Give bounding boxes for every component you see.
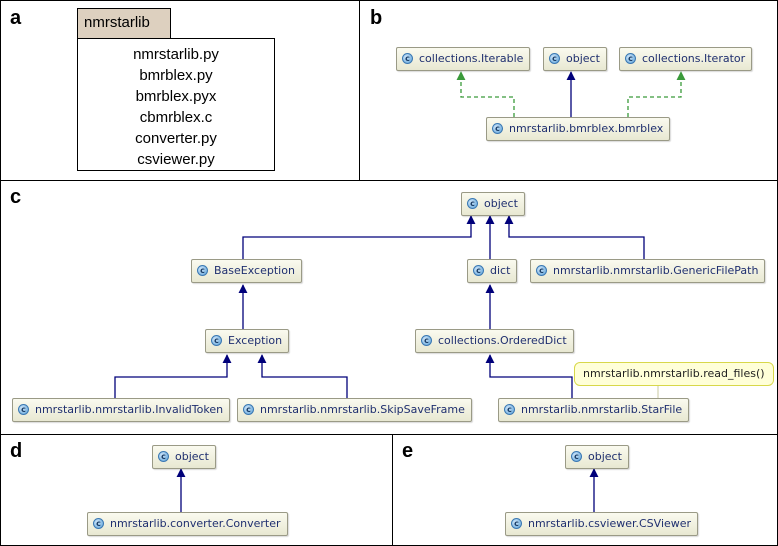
- class-icon: c: [473, 265, 484, 276]
- file-item: bmrblex.py: [139, 67, 213, 84]
- class-object: c object: [461, 192, 525, 216]
- panel-label-c: c: [10, 186, 22, 208]
- class-csviewer: c nmrstarlib.csviewer.CSViewer: [505, 512, 699, 536]
- class-object: c object: [543, 47, 607, 71]
- class-label: nmrstarlib.bmrblex.bmrblex: [509, 122, 664, 135]
- file-item: csviewer.py: [137, 151, 215, 168]
- class-invalid-token: c nmrstarlib.nmrstarlib.InvalidToken: [12, 398, 231, 422]
- class-label: nmrstarlib.nmrstarlib.InvalidToken: [35, 403, 224, 416]
- class-exception: c Exception: [205, 329, 290, 353]
- class-icon: c: [467, 198, 478, 209]
- file-item: cbmrblex.c: [139, 109, 213, 126]
- class-icon: c: [158, 451, 169, 462]
- class-icon: c: [93, 518, 104, 529]
- class-icon: c: [18, 404, 29, 415]
- file-item: nmrstarlib.py: [133, 46, 219, 63]
- class-icon: c: [197, 265, 208, 276]
- class-object: c object: [565, 445, 629, 469]
- panel-label-b: b: [370, 7, 383, 29]
- class-star-file: c nmrstarlib.nmrstarlib.StarFile: [498, 398, 690, 422]
- class-icon: c: [625, 53, 636, 64]
- panel-b: [359, 0, 778, 181]
- class-icon: c: [536, 265, 547, 276]
- class-label: nmrstarlib.nmrstarlib.GenericFilePath: [553, 264, 759, 277]
- class-label: Exception: [228, 334, 283, 347]
- function-note-read-files: nmrstarlib.nmrstarlib.read_files(): [574, 362, 774, 386]
- class-label: collections.Iterable: [419, 52, 524, 65]
- class-icon: c: [511, 518, 522, 529]
- class-icon: c: [402, 53, 413, 64]
- panel-label-a: a: [10, 7, 22, 29]
- file-item: converter.py: [135, 130, 217, 147]
- class-nmrstarlib-bmrblex: c nmrstarlib.bmrblex.bmrblex: [486, 117, 671, 141]
- class-label: BaseException: [214, 264, 295, 277]
- class-label: nmrstarlib.nmrstarlib.StarFile: [521, 403, 683, 416]
- class-icon: c: [211, 335, 222, 346]
- class-label: object: [588, 450, 622, 463]
- class-base-exception: c BaseException: [191, 259, 302, 283]
- class-label: collections.Iterator: [642, 52, 746, 65]
- class-icon: c: [571, 451, 582, 462]
- panel-label-d: d: [10, 440, 23, 462]
- class-label: object: [566, 52, 600, 65]
- class-label: nmrstarlib.csviewer.CSViewer: [528, 517, 692, 530]
- panel-label-e: e: [402, 440, 414, 462]
- class-label: nmrstarlib.converter.Converter: [110, 517, 281, 530]
- package-tab: nmrstarlib: [77, 8, 171, 39]
- class-dict: c dict: [467, 259, 518, 283]
- class-icon: c: [549, 53, 560, 64]
- class-collections-iterator: c collections.Iterator: [619, 47, 753, 71]
- class-label: dict: [490, 264, 511, 277]
- class-skip-save-frame: c nmrstarlib.nmrstarlib.SkipSaveFrame: [237, 398, 472, 422]
- class-icon: c: [504, 404, 515, 415]
- class-label: object: [484, 197, 518, 210]
- class-object: c object: [152, 445, 216, 469]
- class-label: nmrstarlib.nmrstarlib.SkipSaveFrame: [260, 403, 465, 416]
- class-label: object: [175, 450, 209, 463]
- package-file-list: nmrstarlib.py bmrblex.py bmrblex.pyx cbm…: [77, 38, 275, 171]
- class-icon: c: [243, 404, 254, 415]
- panel-c: [0, 180, 778, 435]
- file-item: bmrblex.pyx: [135, 88, 217, 105]
- class-collections-iterable: c collections.Iterable: [396, 47, 531, 71]
- class-ordered-dict: c collections.OrderedDict: [415, 329, 574, 353]
- class-icon: c: [421, 335, 432, 346]
- class-generic-file-path: c nmrstarlib.nmrstarlib.GenericFilePath: [530, 259, 766, 283]
- class-converter: c nmrstarlib.converter.Converter: [87, 512, 288, 536]
- class-icon: c: [492, 123, 503, 134]
- class-label: collections.OrderedDict: [438, 334, 567, 347]
